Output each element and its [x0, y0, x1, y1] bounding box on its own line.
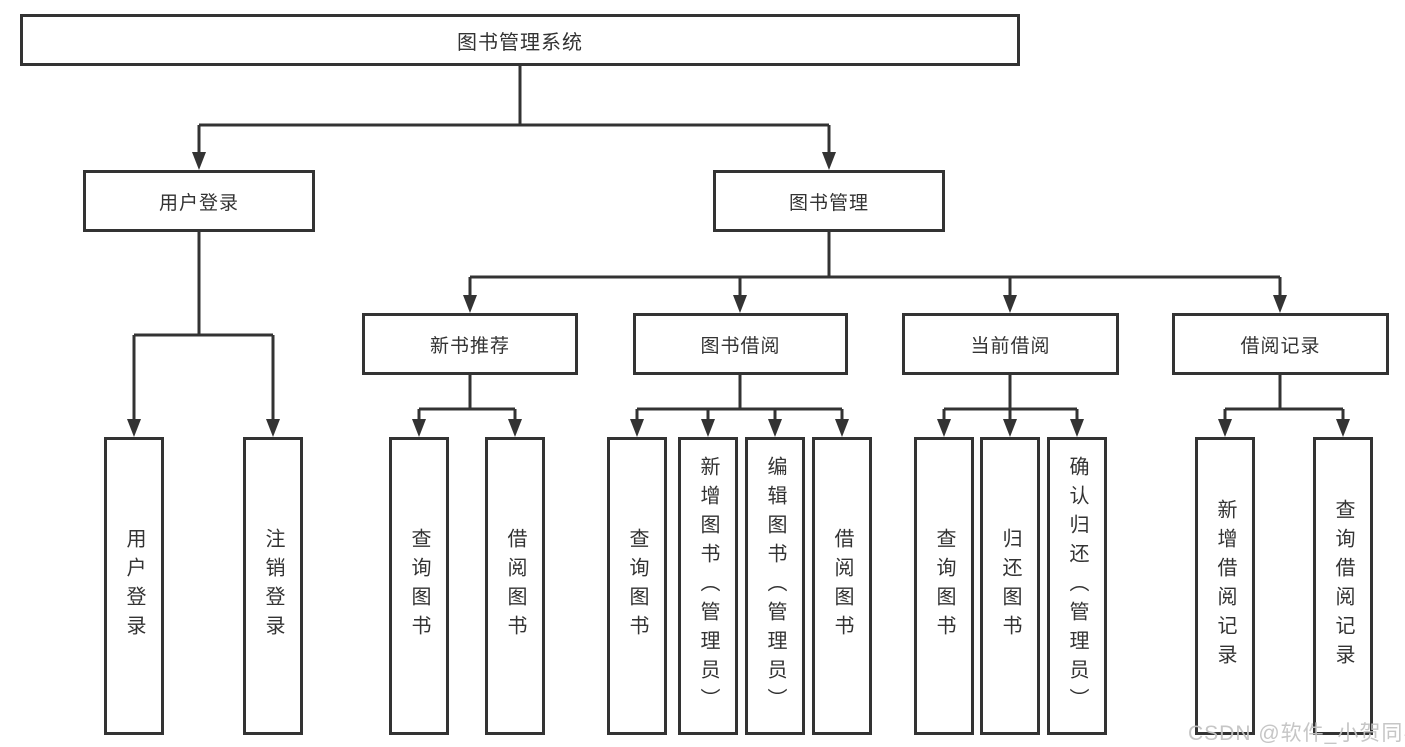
leaf-borrow-edit-book-admin: 编辑图书（管理员）: [745, 437, 805, 735]
node-library-system: 图书管理系统: [20, 14, 1020, 66]
leaf-user-login: 用户登录: [104, 437, 164, 735]
leaf-current-return-book: 归还图书: [980, 437, 1040, 735]
node-book-borrow: 图书借阅: [633, 313, 848, 375]
node-new-book-recommend: 新书推荐: [362, 313, 578, 375]
leaf-recommend-borrow-book: 借阅图书: [485, 437, 545, 735]
arrowheads: [127, 152, 1350, 437]
leaf-current-confirm-return-admin: 确认归还（管理员）: [1047, 437, 1107, 735]
leaf-current-query-book: 查询图书: [914, 437, 974, 735]
leaf-borrow-borrow-book: 借阅图书: [812, 437, 872, 735]
leaf-records-add-record: 新增借阅记录: [1195, 437, 1255, 735]
leaf-records-query-record: 查询借阅记录: [1313, 437, 1373, 735]
leaf-borrow-add-book-admin: 新增图书（管理员）: [678, 437, 738, 735]
leaf-recommend-query-book: 查询图书: [389, 437, 449, 735]
watermark: CSDN @软件_小贺同学: [1188, 722, 1405, 745]
leaf-logout-login: 注销登录: [243, 437, 303, 735]
node-borrow-records: 借阅记录: [1172, 313, 1389, 375]
node-current-borrow: 当前借阅: [902, 313, 1119, 375]
node-book-management: 图书管理: [713, 170, 945, 232]
leaf-borrow-query-book: 查询图书: [607, 437, 667, 735]
node-user-login: 用户登录: [83, 170, 315, 232]
